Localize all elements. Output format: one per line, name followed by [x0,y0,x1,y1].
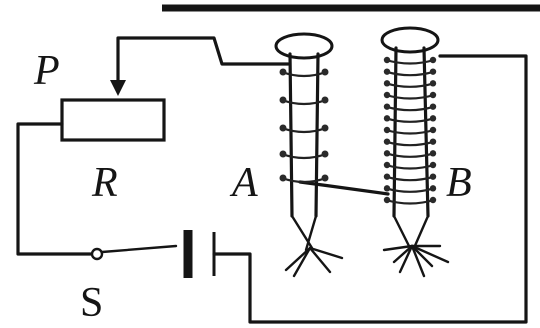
wire-slider-to-coil-a [116,36,290,94]
coil-b-turn-dot [429,103,437,110]
coil-b-turn [385,70,435,77]
electromagnet-a [274,32,344,278]
coil-b-turn-dot [429,68,437,75]
coil-a-windings [279,68,329,184]
coil-b-turn-dot [429,173,437,180]
coil-b-turn-dot [383,185,391,192]
coil-b-turn-dot [429,138,437,145]
wire-battery-to-coil-b [212,54,528,324]
switch-terminal-left [90,247,104,261]
coil-b-turn-dot [383,173,391,180]
label-resistor-r: R [91,160,118,206]
coil-b-turn-dot [429,80,437,87]
coil-b-turn [385,82,435,88]
label-electromagnet-a: A [229,160,258,206]
coil-b-windings [383,56,437,205]
label-switch-s: S [80,280,103,326]
coil-b-turn-dot [383,161,391,169]
wire-coil-a-to-coil-b [298,180,390,196]
pins-attracted-to-b [382,214,450,278]
coil-b-turn-dot [429,91,437,99]
coil-b-turn-dot [429,185,437,192]
coil-b-turn-dot [383,68,391,75]
coil-b-turn-dot [429,126,437,134]
coil-b-turn-dot [383,150,391,157]
slider-arrow [110,80,126,96]
switch-blade [100,244,178,254]
coil-b-turn-dot [429,115,437,122]
coil-b-turn-dot [383,138,391,145]
coil-b-top-cap [380,26,440,54]
coil-b-turn-dot [429,161,437,169]
coil-a-core-left [288,52,294,218]
coil-b-turn-dot [383,103,391,110]
coil-b-turn-dot [429,196,437,204]
coil-b-turn-dot [383,115,391,122]
coil-b-turn [385,58,435,65]
wire-rheostat-to-switch [16,122,94,256]
coil-b-turn-dot [383,91,391,99]
coil-b-turn-dot [429,150,437,157]
electromagnet-b [380,26,450,278]
coil-b-turn-dot [383,56,391,64]
label-electromagnet-b: B [446,160,472,206]
coil-b-turn-dot [429,56,437,64]
coil-b-turn-dot [383,80,391,87]
pins-attracted-to-a [284,214,344,278]
coil-a-top-cap [274,32,334,60]
coil-a-core-right [314,52,320,218]
coil-b-turn-dot [383,126,391,134]
coil-b-turn [385,93,435,100]
rheostat [60,98,166,142]
label-slider-p: P [33,48,60,94]
coil-b-turn-dot [383,196,391,204]
